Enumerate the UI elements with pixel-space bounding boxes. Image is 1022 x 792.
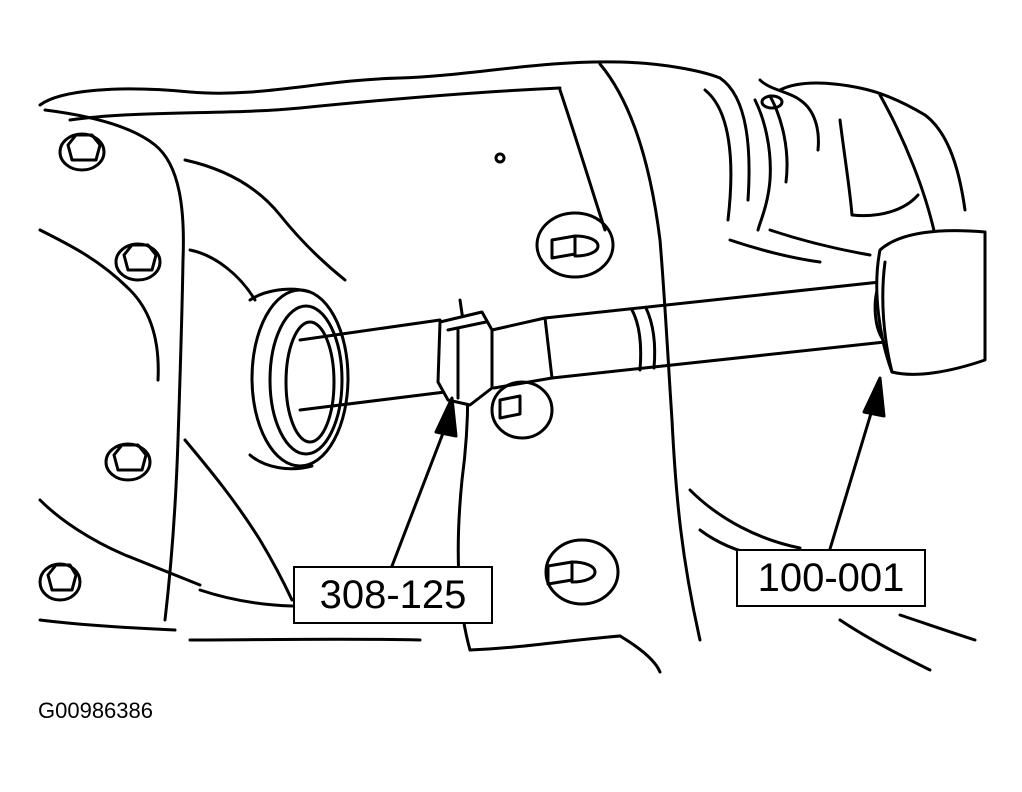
bolt-3	[104, 442, 152, 482]
housing-bolts	[38, 132, 162, 602]
callout-label-seal-installer: 308-125	[293, 566, 493, 624]
stud-middle	[490, 380, 554, 440]
wiring-harness	[753, 78, 820, 232]
mount-studs	[490, 211, 620, 606]
driver-handle	[543, 229, 987, 380]
leader-arrows	[390, 376, 886, 568]
extension-housing	[38, 108, 347, 632]
bolt-4	[38, 562, 82, 602]
output-seal-bore	[248, 287, 350, 471]
figure-id: G00986386	[38, 698, 153, 723]
callout-label-driver-handle: 100-001	[736, 549, 926, 607]
background-lines	[494, 152, 977, 674]
bolt-2	[114, 242, 162, 282]
stud-lower	[544, 538, 620, 606]
seal-installer-tool	[298, 310, 554, 412]
bolt-1	[58, 132, 106, 172]
stud-upper	[535, 211, 615, 279]
vehicle-body-outline	[38, 60, 967, 642]
